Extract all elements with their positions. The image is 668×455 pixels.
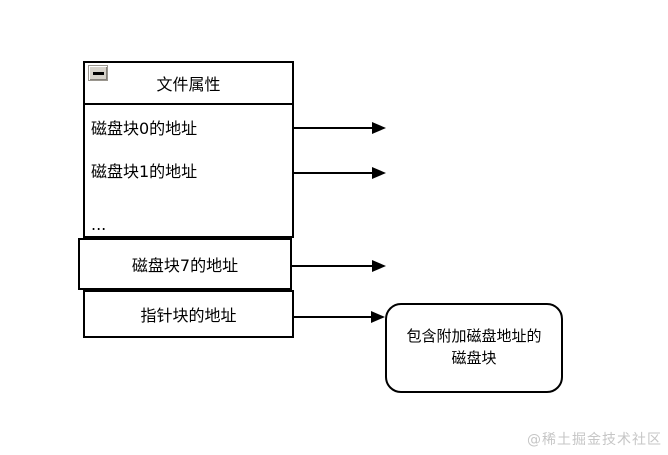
arrow-block1: [293, 167, 386, 179]
indirect-block-label-line2: 磁盘块: [451, 349, 497, 367]
arrow-pointer-block: [294, 311, 385, 323]
minus-collapse-icon: [88, 65, 108, 81]
indirect-block-node: 包含附加磁盘地址的 磁盘块: [385, 303, 563, 393]
block7-label: 磁盘块7的地址: [131, 256, 239, 275]
pointer-label: 指针块的地址: [140, 306, 237, 325]
inode-table-header: 文件属性: [85, 63, 292, 105]
table-row-ellipsis: ...: [85, 191, 292, 238]
pointer-block-address-box: 指针块的地址: [83, 290, 294, 338]
indirect-block-label-line1: 包含附加磁盘地址的: [406, 327, 542, 346]
table-row-block0: 磁盘块0的地址: [85, 105, 292, 148]
minus-glyph: [92, 71, 104, 75]
block7-address-box: 磁盘块7的地址: [78, 238, 292, 290]
row-label: 磁盘块1的地址: [91, 161, 198, 181]
watermark: @稀土掘金技术社区: [527, 432, 662, 448]
table-row-block1: 磁盘块1的地址: [85, 148, 292, 191]
row-label: 磁盘块0的地址: [91, 118, 198, 138]
inode-table: 文件属性 磁盘块0的地址 磁盘块1的地址 ...: [83, 61, 294, 238]
arrow-block7: [292, 260, 386, 272]
row-label: ...: [91, 215, 107, 234]
inode-table-title: 文件属性: [156, 75, 221, 94]
arrow-block0: [293, 122, 386, 134]
